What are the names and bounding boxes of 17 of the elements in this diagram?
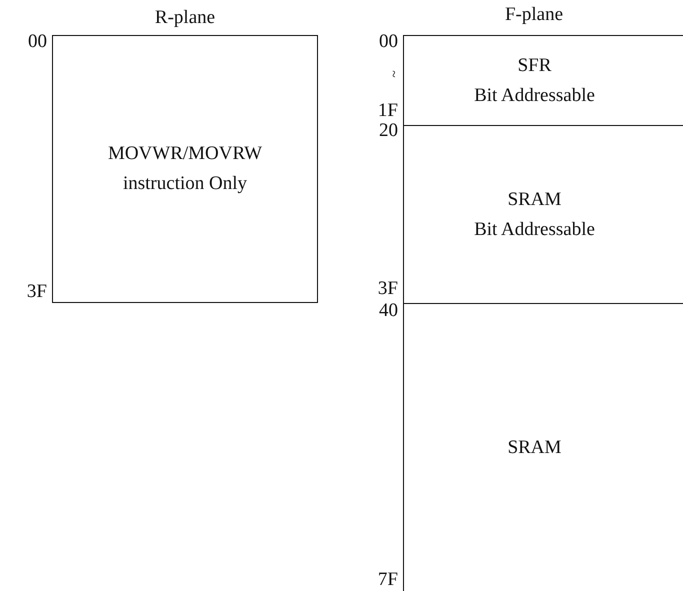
block-label: MOVWR/MOVRW instruction Only [106,142,264,196]
address-label: 1F [378,101,398,121]
address-label: 20 [379,121,398,141]
region-label: Bit Addressable [474,218,595,242]
region-label: SRAM [508,188,562,212]
address-label: 00 [28,32,47,52]
region-label: Bit Addressable [474,84,595,108]
address-label: 40 [379,301,398,321]
address-label: 00 [379,32,398,52]
address-label: 3F [378,279,398,299]
region-label: SRAM [508,436,562,460]
address-label: 7F [378,570,398,590]
plane-title: R-plane [154,7,216,29]
plane-title: F-plane [504,4,564,26]
region-label: SFR [518,54,552,78]
range-mark: ~ [386,70,400,78]
address-label: 3F [26,282,47,302]
